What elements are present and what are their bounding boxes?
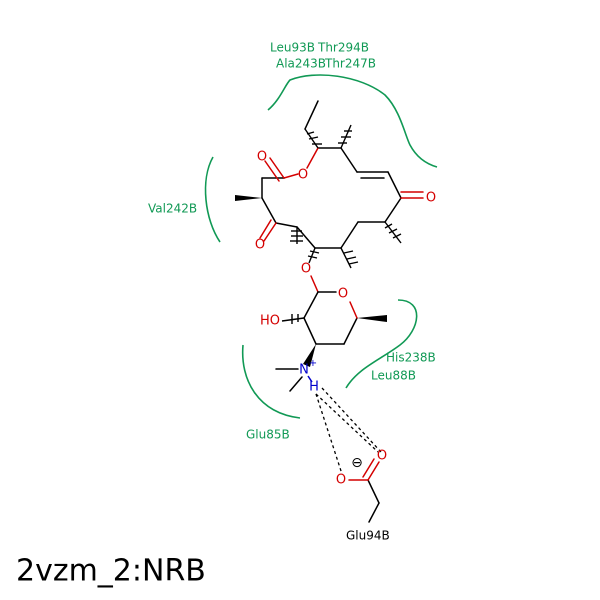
atom-hydrogen: H bbox=[309, 380, 319, 395]
hydrogen-bonds bbox=[315, 387, 382, 475]
residue-label-glu85: Glu85B bbox=[246, 428, 290, 442]
macrolide-ring bbox=[235, 100, 424, 269]
residue-label-his238: His238B bbox=[386, 351, 436, 365]
atom-o-ester-carbonyl: O bbox=[257, 150, 267, 165]
atom-labels: O O O O O O HO N + H O O ⊖ bbox=[255, 150, 436, 488]
residue-label-thr294: Thr294B bbox=[317, 41, 369, 55]
residue-label-thr247: Thr247B bbox=[324, 57, 376, 71]
atom-carboxylate-o1: O bbox=[377, 449, 387, 464]
atom-hydroxyl: HO bbox=[260, 314, 280, 329]
sugar-ring bbox=[275, 275, 387, 392]
atom-o-ketone-left: O bbox=[255, 238, 265, 253]
arc-top-pocket bbox=[267, 74, 438, 168]
arc-val242 bbox=[204, 156, 221, 243]
glu94-carboxylate bbox=[348, 458, 380, 523]
residue-label-leu93: Leu93B bbox=[270, 41, 315, 55]
atom-nitrogen: N bbox=[299, 363, 309, 378]
atom-o-sugar-ring: O bbox=[338, 287, 348, 302]
residue-label-glu94: Glu94B bbox=[346, 529, 390, 543]
residue-label-leu88: Leu88B bbox=[371, 369, 416, 383]
residue-labels: Leu93B Thr294B Ala243B Thr247B Val242B H… bbox=[148, 41, 436, 543]
atom-carboxylate-o2: O bbox=[336, 473, 346, 488]
atom-carboxylate-charge: ⊖ bbox=[351, 455, 363, 471]
atom-o-glycoside: O bbox=[301, 262, 311, 277]
diagram-title: 2vzm_2:NRB bbox=[16, 554, 206, 589]
atom-o-ketone-right: O bbox=[426, 191, 436, 206]
atom-o-ester-ring: O bbox=[298, 168, 308, 183]
arc-his238-leu88 bbox=[345, 299, 418, 389]
arc-glu85 bbox=[241, 344, 301, 419]
residue-label-val242: Val242B bbox=[148, 202, 197, 216]
residue-label-ala243: Ala243B bbox=[276, 57, 326, 71]
residue-contact-arcs bbox=[204, 74, 438, 419]
atom-nitrogen-charge: + bbox=[309, 358, 317, 369]
